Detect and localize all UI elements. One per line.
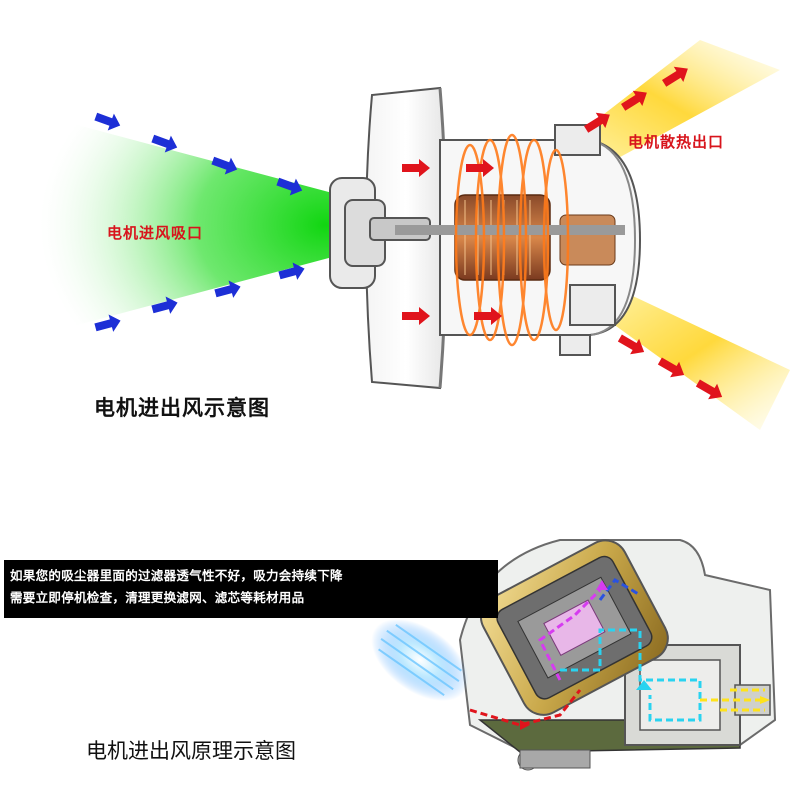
motor-airflow-diagram <box>40 40 790 430</box>
intake-arrow <box>278 262 305 280</box>
airflow-arrow <box>695 379 723 400</box>
flow-path-magenta <box>538 588 602 681</box>
flow-path-red <box>469 689 582 727</box>
shaft <box>395 225 625 235</box>
notice-line: 需要立即停机检查，清理更换滤网、滤芯等耗材用品 <box>10 590 305 605</box>
notice-line: 如果您的吸尘器里面的过滤器透气性不好，吸力会持续下降 <box>10 568 343 583</box>
heat-coils <box>454 133 570 347</box>
flow-path-blue <box>598 578 641 601</box>
intake-glow <box>371 618 469 702</box>
airflow-arrow <box>662 66 688 87</box>
flow-path-yellow <box>700 688 765 712</box>
intake-glow-stripes <box>378 623 462 697</box>
airflow-arrow <box>402 159 430 177</box>
flow-arrowhead <box>760 696 770 704</box>
airflow-arrow <box>584 112 610 133</box>
airflow-arrow <box>402 307 430 325</box>
flow-path-cyan <box>560 628 702 722</box>
flow-arrowhead <box>596 580 608 590</box>
airflow-arrow <box>621 90 647 111</box>
intake-arrow <box>151 134 178 153</box>
exhaust-glow-upper <box>560 40 780 168</box>
airflow-arrow <box>466 159 494 177</box>
intake-arrow <box>151 296 178 314</box>
intake-arrow <box>94 112 121 131</box>
motor-outlet-label: 电机散热出口 <box>628 133 725 151</box>
airflow-arrow <box>474 307 502 325</box>
intake-arrow <box>94 314 121 332</box>
bottom-diagram-title: 电机进出风原理示意图 <box>86 739 296 763</box>
vacuum-cross-section-diagram <box>371 539 777 771</box>
intake-airflow-cone <box>40 115 340 335</box>
exhaust-glow-lower <box>580 290 790 430</box>
filter-warning-notice: 如果您的吸尘器里面的过滤器透气性不好，吸力会持续下降 需要立即停机检查，清理更换… <box>4 560 498 618</box>
motor-inlet-label: 电机进风吸口 <box>107 224 204 242</box>
intake-arrow <box>276 177 303 196</box>
flow-arrowhead <box>636 680 652 690</box>
motor-housing <box>480 539 669 716</box>
flow-arrowheads <box>520 580 770 730</box>
airflow-paths <box>469 578 765 727</box>
airflow-arrow <box>617 334 645 355</box>
intake-arrow <box>214 280 241 298</box>
top-diagram-title: 电机进出风示意图 <box>94 396 270 420</box>
intake-arrows <box>94 112 305 332</box>
airflow-arrow <box>657 357 685 378</box>
intake-arrow <box>211 156 238 175</box>
flow-arrowhead <box>520 720 530 730</box>
exhaust-arrows <box>402 66 723 400</box>
